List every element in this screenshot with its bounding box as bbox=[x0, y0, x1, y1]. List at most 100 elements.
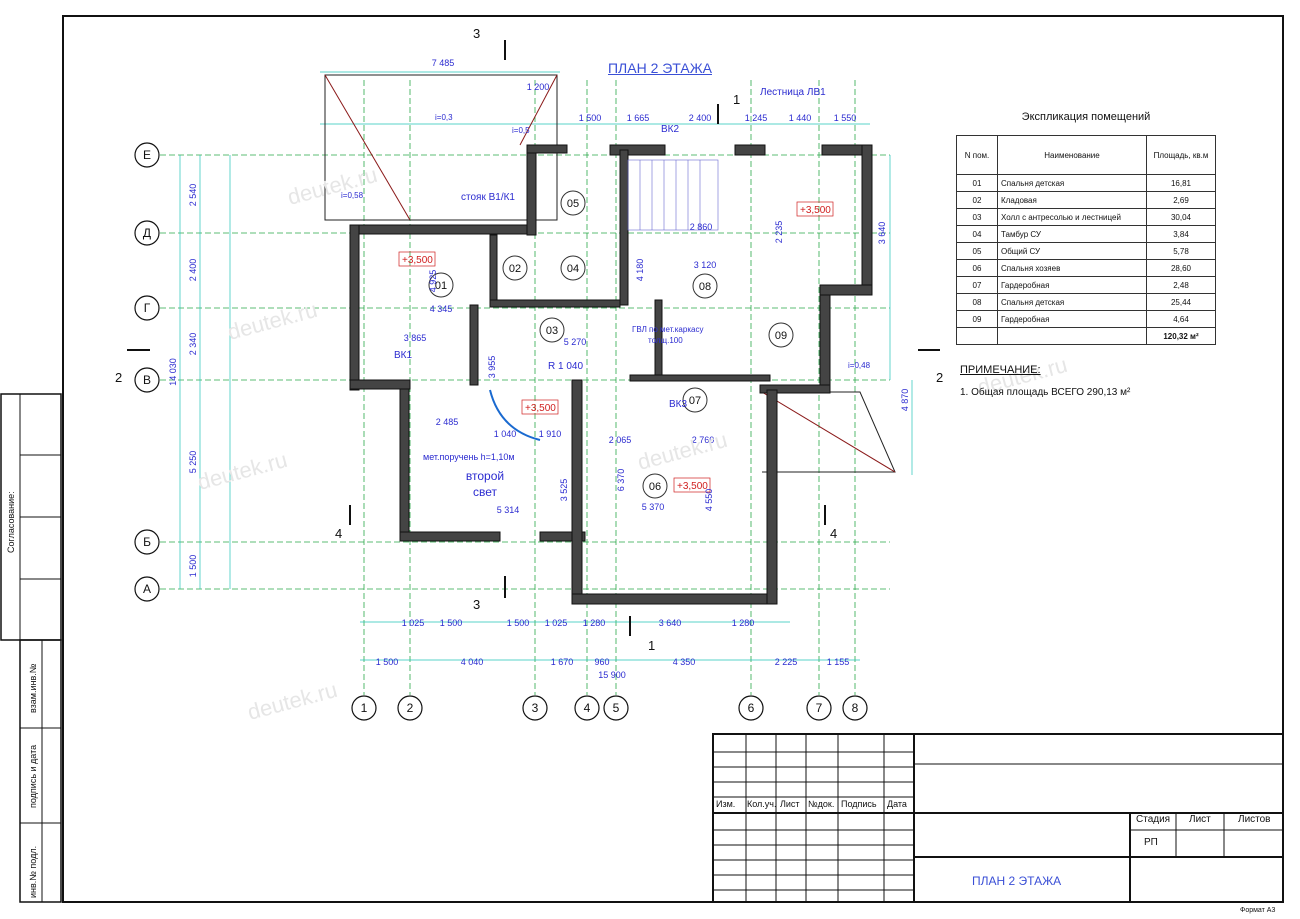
row-name: Спальня хозяев bbox=[997, 259, 1147, 277]
title-block: Изм. Кол.уч. Лист №док. Подпись Дата Ста… bbox=[712, 733, 1284, 903]
dim-right-0: 3 640 bbox=[877, 222, 887, 245]
tb-col-izm: Изм. bbox=[716, 799, 736, 809]
axis-label-b: Б bbox=[143, 535, 151, 549]
dim-inner-4-v: 3 955 bbox=[487, 356, 497, 379]
drawing-frame bbox=[62, 15, 1284, 903]
watermark-5: deutek.ru bbox=[635, 427, 730, 475]
vk1-label: ВК1 bbox=[394, 350, 412, 361]
room-08-label: 08 bbox=[699, 281, 711, 293]
roof-outline bbox=[324, 74, 896, 473]
radius-label: R 1 040 bbox=[548, 361, 583, 372]
staircase bbox=[627, 159, 719, 231]
watermarks: deutek.ru deutek.ru deutek.ru deutek.ru … bbox=[195, 162, 1070, 725]
curved-railing bbox=[489, 389, 541, 441]
row-name: Общий СУ bbox=[997, 242, 1147, 260]
side-inv-swap-label: взам.инв.№ bbox=[28, 663, 38, 713]
axis-label-a: А bbox=[143, 582, 151, 596]
dim-b2-3: 960 bbox=[594, 657, 609, 667]
dim-inner-7: 5 370 bbox=[642, 502, 665, 512]
axis-label-5: 5 bbox=[613, 701, 620, 715]
table-total-row: 120,32 м² bbox=[956, 327, 1216, 345]
slope-label-2: i=0,58 bbox=[341, 191, 364, 200]
dim-inner-8: 4 550 bbox=[704, 489, 714, 512]
room-bubbles bbox=[428, 190, 794, 499]
dim-inner-14: 3 525 bbox=[559, 479, 569, 502]
dim-b2-1: 4 040 bbox=[461, 657, 484, 667]
row-area: 16,81 bbox=[1146, 174, 1216, 192]
row-n: 03 bbox=[956, 208, 998, 226]
row-n: 06 bbox=[956, 259, 998, 277]
sheet-format: Формат А3 bbox=[1240, 907, 1276, 914]
section-4-right: 4 bbox=[830, 526, 837, 541]
dim-b1-3: 1 025 bbox=[545, 618, 568, 628]
tb-stage-header: Стадия bbox=[1136, 814, 1171, 825]
dim-top-0: 7 485 bbox=[432, 58, 455, 68]
row-name: Кладовая bbox=[997, 191, 1147, 209]
tb-col-ndok: №док. bbox=[808, 799, 835, 809]
note-header: ПРИМЕЧАНИЕ: bbox=[960, 364, 1041, 376]
dim-top-1: 1 200 bbox=[527, 82, 550, 92]
dim-b1-5: 3 640 bbox=[659, 618, 682, 628]
dim-inner-11: 4 180 bbox=[635, 259, 645, 282]
dim-top-7: 1 550 bbox=[834, 113, 857, 123]
gkl-label: ГВЛ по мет.каркасу bbox=[632, 325, 703, 334]
row-area: 2,48 bbox=[1146, 276, 1216, 294]
dim-top-5: 1 245 bbox=[745, 113, 768, 123]
plan-title: ПЛАН 2 ЭТАЖА bbox=[607, 60, 712, 76]
slope-label-1: i=0,5 bbox=[512, 126, 530, 135]
dim-top-3: 1 665 bbox=[627, 113, 650, 123]
row-area: 2,69 bbox=[1146, 191, 1216, 209]
walls bbox=[349, 144, 873, 605]
dim-left-2: 2 340 bbox=[188, 333, 198, 356]
room-01-label: 01 bbox=[435, 280, 447, 292]
section-4-left: 4 bbox=[335, 526, 342, 541]
room-02-label: 02 bbox=[509, 263, 521, 275]
dim-b2-4: 4 350 bbox=[673, 657, 696, 667]
explication-title: Экспликация помещений bbox=[1021, 111, 1151, 123]
dim-left-4: 1 500 bbox=[188, 555, 198, 578]
side-stamp: Согласование: взам.инв.№ подпись и дата … bbox=[0, 393, 62, 903]
room-07-label: 07 bbox=[689, 395, 701, 407]
dim-inner-12: 2 485 bbox=[436, 417, 459, 427]
note-line: 1. Общая площадь ВСЕГО 290,13 м² bbox=[960, 387, 1131, 398]
side-agree-label: Согласование: bbox=[6, 491, 16, 553]
dim-total: 15 900 bbox=[598, 670, 626, 680]
dim-inner-10: 2 860 bbox=[690, 222, 713, 232]
row-area: 4,64 bbox=[1146, 310, 1216, 328]
riser-label: стояк В1/К1 bbox=[461, 192, 515, 203]
explication-total: 120,32 м² bbox=[1146, 327, 1216, 345]
room-09-label: 09 bbox=[775, 330, 787, 342]
dim-left-1: 2 400 bbox=[188, 259, 198, 282]
dim-inner-6: 4 925 bbox=[428, 270, 438, 293]
row-name: Гардеробная bbox=[997, 310, 1147, 328]
dim-top-4: 2 400 bbox=[689, 113, 712, 123]
row-n: 07 bbox=[956, 276, 998, 294]
tb-col-koluch: Кол.уч. bbox=[747, 799, 777, 809]
row-area: 28,60 bbox=[1146, 259, 1216, 277]
slope-label-5: i=0,3 bbox=[435, 113, 453, 122]
dim-b2-5: 2 225 bbox=[775, 657, 798, 667]
row-name: Гардеробная bbox=[997, 276, 1147, 294]
dim-inner-16: 2 065 bbox=[609, 435, 632, 445]
dim-inner-18: 1 910 bbox=[539, 429, 562, 439]
level-mark-06: +3,500 bbox=[677, 481, 708, 492]
gkl-thickness: толщ.100 bbox=[648, 336, 683, 345]
dim-b2-6: 1 155 bbox=[827, 657, 850, 667]
row-name: Холл с антресолью и лестницей bbox=[997, 208, 1147, 226]
section-1-bottom: 1 bbox=[648, 638, 655, 653]
tb-sheet-header: Лист bbox=[1189, 814, 1211, 825]
dim-inner-13: 5 314 bbox=[497, 505, 520, 515]
row-n: 08 bbox=[956, 293, 998, 311]
tb-col-list: Лист bbox=[780, 799, 800, 809]
dim-inner-17: 1 040 bbox=[494, 429, 517, 439]
explication-header-n: N пом. bbox=[956, 135, 998, 175]
row-area: 25,44 bbox=[1146, 293, 1216, 311]
dim-b2-0: 1 500 bbox=[376, 657, 399, 667]
dimension-lines bbox=[179, 71, 913, 661]
